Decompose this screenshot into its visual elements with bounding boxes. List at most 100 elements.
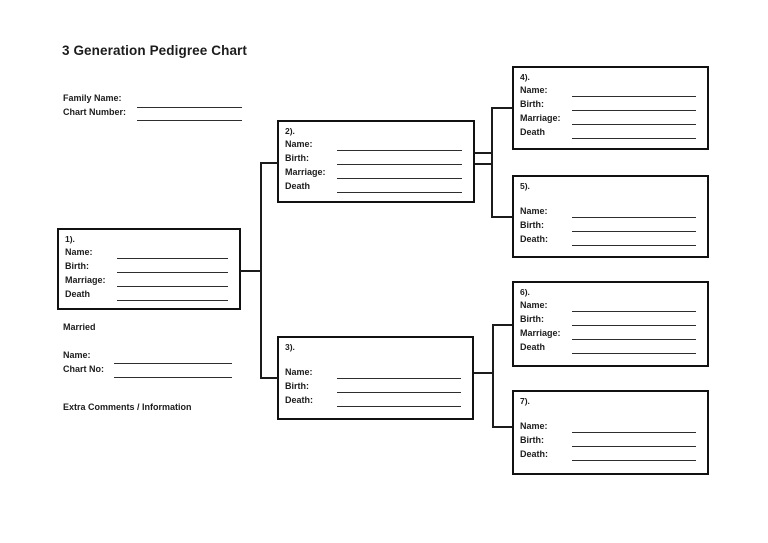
connector-line	[491, 107, 493, 218]
field-label: Name:	[520, 421, 548, 431]
field-row: Birth:	[520, 434, 701, 448]
death-line[interactable]	[572, 341, 696, 354]
connector-line	[240, 270, 261, 272]
marriage-line[interactable]	[572, 112, 696, 125]
spouse-name-line[interactable]	[114, 363, 232, 365]
field-row: Death	[520, 126, 701, 140]
connector-line	[260, 377, 278, 379]
person-box-1: 1). Name: Birth: Marriage: Death	[57, 228, 241, 310]
person-box-3: 3). Name: Birth: Death:	[277, 336, 474, 420]
field-row: Birth:	[520, 98, 701, 112]
death-line[interactable]	[572, 233, 696, 246]
box-spacer	[285, 354, 466, 366]
connector-line	[474, 372, 493, 374]
marriage-line[interactable]	[337, 166, 462, 179]
field-label: Death:	[285, 395, 314, 405]
field-label: Name:	[285, 139, 313, 149]
field-label: Death	[520, 127, 546, 137]
family-name-line[interactable]	[137, 107, 242, 109]
connector-line	[492, 324, 494, 428]
connector-line	[492, 324, 512, 326]
box-number: 7).	[520, 396, 530, 406]
field-row: Name:	[520, 84, 701, 98]
name-line[interactable]	[117, 246, 228, 259]
death-line[interactable]	[337, 180, 462, 193]
person-box-6: 6). Name: Birth: Marriage: Death	[512, 281, 709, 367]
field-row: Birth:	[520, 219, 701, 233]
birth-line[interactable]	[572, 434, 696, 447]
marriage-line[interactable]	[117, 274, 228, 287]
field-row: Death:	[520, 233, 701, 247]
box-number: 4).	[520, 72, 530, 82]
name-line[interactable]	[572, 420, 696, 433]
family-name-label: Family Name:	[63, 93, 122, 103]
field-label: Death:	[520, 449, 549, 459]
name-line[interactable]	[572, 205, 696, 218]
death-line[interactable]	[337, 394, 461, 407]
field-row: Death	[285, 180, 467, 194]
connector-line	[260, 162, 278, 164]
field-row: Marriage:	[520, 327, 701, 341]
connector-line	[491, 107, 512, 109]
field-label: Name:	[285, 367, 313, 377]
field-row: Marriage:	[285, 166, 467, 180]
box-number: 5).	[520, 181, 530, 191]
field-row: Birth:	[520, 313, 701, 327]
field-row: Marriage:	[65, 274, 233, 288]
person-box-5: 5). Name: Birth: Death:	[512, 175, 709, 258]
connector-line	[491, 216, 512, 218]
field-label: Marriage:	[520, 113, 561, 123]
person-box-7: 7). Name: Birth: Death:	[512, 390, 709, 475]
name-line[interactable]	[337, 366, 461, 379]
married-label: Married	[63, 322, 96, 332]
birth-line[interactable]	[337, 152, 462, 165]
death-line[interactable]	[117, 288, 228, 301]
connector-line	[492, 426, 512, 428]
chart-number-line[interactable]	[137, 120, 242, 122]
field-row: Birth:	[285, 380, 466, 394]
extra-comments-label: Extra Comments / Information	[63, 402, 192, 412]
spouse-chart-no-label: Chart No:	[63, 364, 104, 374]
death-line[interactable]	[572, 448, 696, 461]
field-row: Name:	[520, 205, 701, 219]
connector-line	[475, 152, 493, 154]
spouse-chart-no-line[interactable]	[114, 377, 232, 379]
box-spacer	[520, 408, 701, 420]
field-label: Name:	[520, 300, 548, 310]
name-line[interactable]	[572, 299, 696, 312]
field-label: Death	[65, 289, 91, 299]
death-line[interactable]	[572, 126, 696, 139]
field-label: Death:	[520, 234, 549, 244]
field-label: Name:	[520, 85, 548, 95]
field-row: Name:	[285, 138, 467, 152]
field-label: Birth:	[520, 99, 544, 109]
birth-line[interactable]	[572, 98, 696, 111]
field-row: Name:	[65, 246, 233, 260]
field-label: Birth:	[65, 261, 89, 271]
box-number: 1).	[65, 234, 75, 244]
field-label: Birth:	[285, 381, 309, 391]
field-label: Marriage:	[285, 167, 326, 177]
birth-line[interactable]	[572, 313, 696, 326]
marriage-line[interactable]	[572, 327, 696, 340]
field-row: Name:	[285, 366, 466, 380]
name-line[interactable]	[337, 138, 462, 151]
field-label: Marriage:	[520, 328, 561, 338]
birth-line[interactable]	[117, 260, 228, 273]
field-label: Death	[285, 181, 311, 191]
name-line[interactable]	[572, 84, 696, 97]
field-row: Marriage:	[520, 112, 701, 126]
birth-line[interactable]	[337, 380, 461, 393]
field-row: Name:	[520, 420, 701, 434]
field-label: Name:	[520, 206, 548, 216]
field-row: Name:	[520, 299, 701, 313]
field-row: Death	[520, 341, 701, 355]
field-row: Death:	[285, 394, 466, 408]
field-label: Birth:	[520, 314, 544, 324]
birth-line[interactable]	[572, 219, 696, 232]
field-label: Marriage:	[65, 275, 106, 285]
person-box-4: 4). Name: Birth: Marriage: Death	[512, 66, 709, 150]
person-box-2: 2). Name: Birth: Marriage: Death	[277, 120, 475, 203]
box-number: 3).	[285, 342, 295, 352]
